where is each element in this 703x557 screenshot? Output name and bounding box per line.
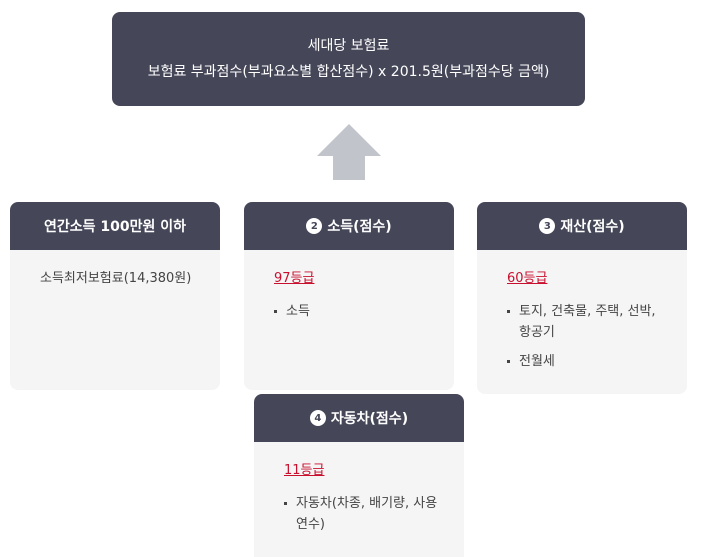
card-low-income-title: 연간소득 100만원 이하 <box>10 202 220 250</box>
car-grade-link[interactable]: 11등급 <box>284 463 325 478</box>
income-grade-link[interactable]: 97등급 <box>274 271 315 286</box>
card-car-header: 4 자동차(점수) <box>254 394 464 442</box>
number-badge: 4 <box>309 410 326 426</box>
card-low-income-text: 소득최저보험료(14,380원) <box>40 271 192 286</box>
number-badge: 2 <box>306 218 323 234</box>
card-income: 2 소득(점수) 97등급 소득 <box>244 202 454 390</box>
number-badge: 3 <box>539 218 556 234</box>
property-grade-link[interactable]: 60등급 <box>507 271 548 286</box>
up-arrow-icon <box>317 124 381 180</box>
card-property-title: 재산(점수) <box>560 219 625 235</box>
formula-text: 보험료 부과점수(부과요소별 합산점수) x 201.5원(부과점수당 금액) <box>147 64 550 80</box>
formula-title: 세대당 보험료 <box>307 38 390 54</box>
list-item: 자동차(차종, 배기량, 사용연수) <box>284 493 444 535</box>
card-property-header: 3 재산(점수) <box>477 202 687 250</box>
card-low-income: 연간소득 100만원 이하 소득최저보험료(14,380원) <box>10 202 220 390</box>
premium-formula-box: 세대당 보험료 보험료 부과점수(부과요소별 합산점수) x 201.5원(부과… <box>112 12 585 106</box>
card-car: 4 자동차(점수) 11등급 자동차(차종, 배기량, 사용연수) <box>254 394 464 557</box>
card-property: 3 재산(점수) 60등급 토지, 건축물, 주택, 선박, 항공기 전월세 <box>477 202 687 394</box>
list-item: 토지, 건축물, 주택, 선박, 항공기 <box>507 301 667 343</box>
card-income-title: 소득(점수) <box>327 219 392 235</box>
list-item: 전월세 <box>507 351 667 372</box>
card-car-title: 자동차(점수) <box>330 411 409 427</box>
card-income-header: 2 소득(점수) <box>244 202 454 250</box>
list-item: 소득 <box>274 301 434 322</box>
